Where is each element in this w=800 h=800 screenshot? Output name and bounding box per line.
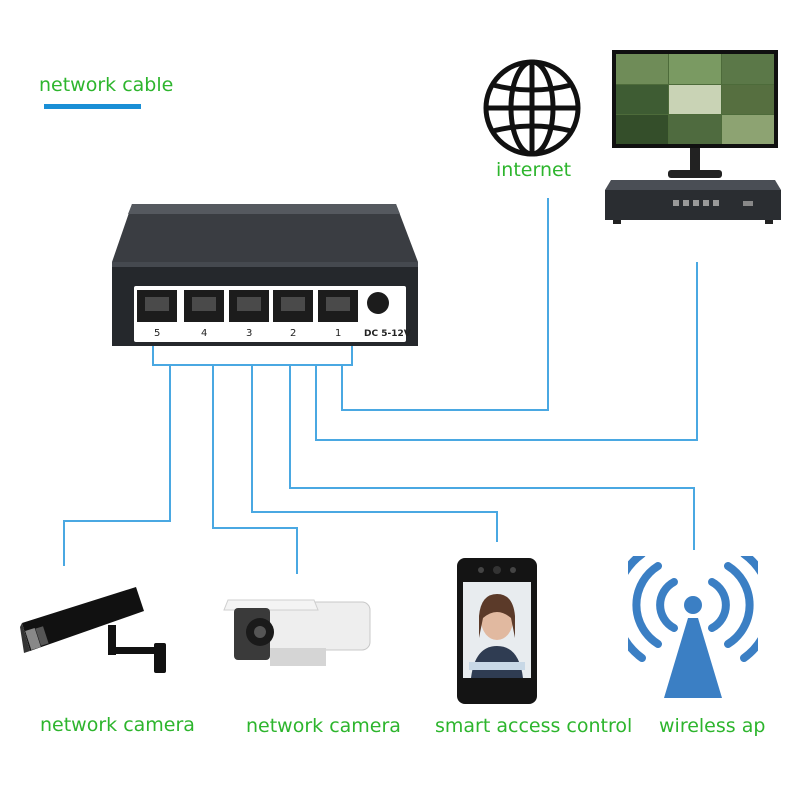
cable-nvr: [315, 262, 698, 441]
camera-a-label: network camera: [40, 714, 195, 736]
monitor-icon: [612, 50, 778, 178]
globe-icon: [483, 59, 581, 157]
internet-label: internet: [496, 159, 572, 181]
nvr-icon: [605, 180, 781, 224]
wireless-ap-label: wireless ap: [659, 715, 766, 737]
cable-camera-a: [63, 365, 171, 566]
port-number: 2: [290, 328, 297, 339]
power-jack: [367, 292, 389, 314]
camera-b-label: network camera: [246, 715, 401, 737]
port-4-socket: [192, 297, 216, 311]
port-5-socket: [145, 297, 169, 311]
cable-wireless-ap: [289, 365, 695, 550]
cable-camera-b: [212, 365, 298, 574]
port-number: 5: [154, 328, 161, 339]
wifi-icon: [628, 556, 758, 698]
port-number: 3: [246, 328, 253, 339]
cable-internet: [341, 198, 549, 411]
access-control-label: smart access control: [435, 715, 633, 737]
port-1-socket: [326, 297, 350, 311]
port-bracket-line: [152, 345, 353, 366]
port-2-socket: [281, 297, 305, 311]
face-terminal-icon: [457, 558, 537, 704]
cable-access-control: [251, 365, 498, 542]
switch-device: [112, 204, 418, 346]
port-3-socket: [237, 297, 261, 311]
port-number: 1: [335, 328, 342, 339]
power-label: DC 5-12V: [364, 329, 411, 339]
legend-line: [44, 104, 141, 109]
box-camera-icon: [223, 599, 371, 666]
port-number: 4: [201, 328, 208, 339]
legend-label: network cable: [39, 74, 174, 96]
bullet-camera-icon: [20, 587, 166, 673]
